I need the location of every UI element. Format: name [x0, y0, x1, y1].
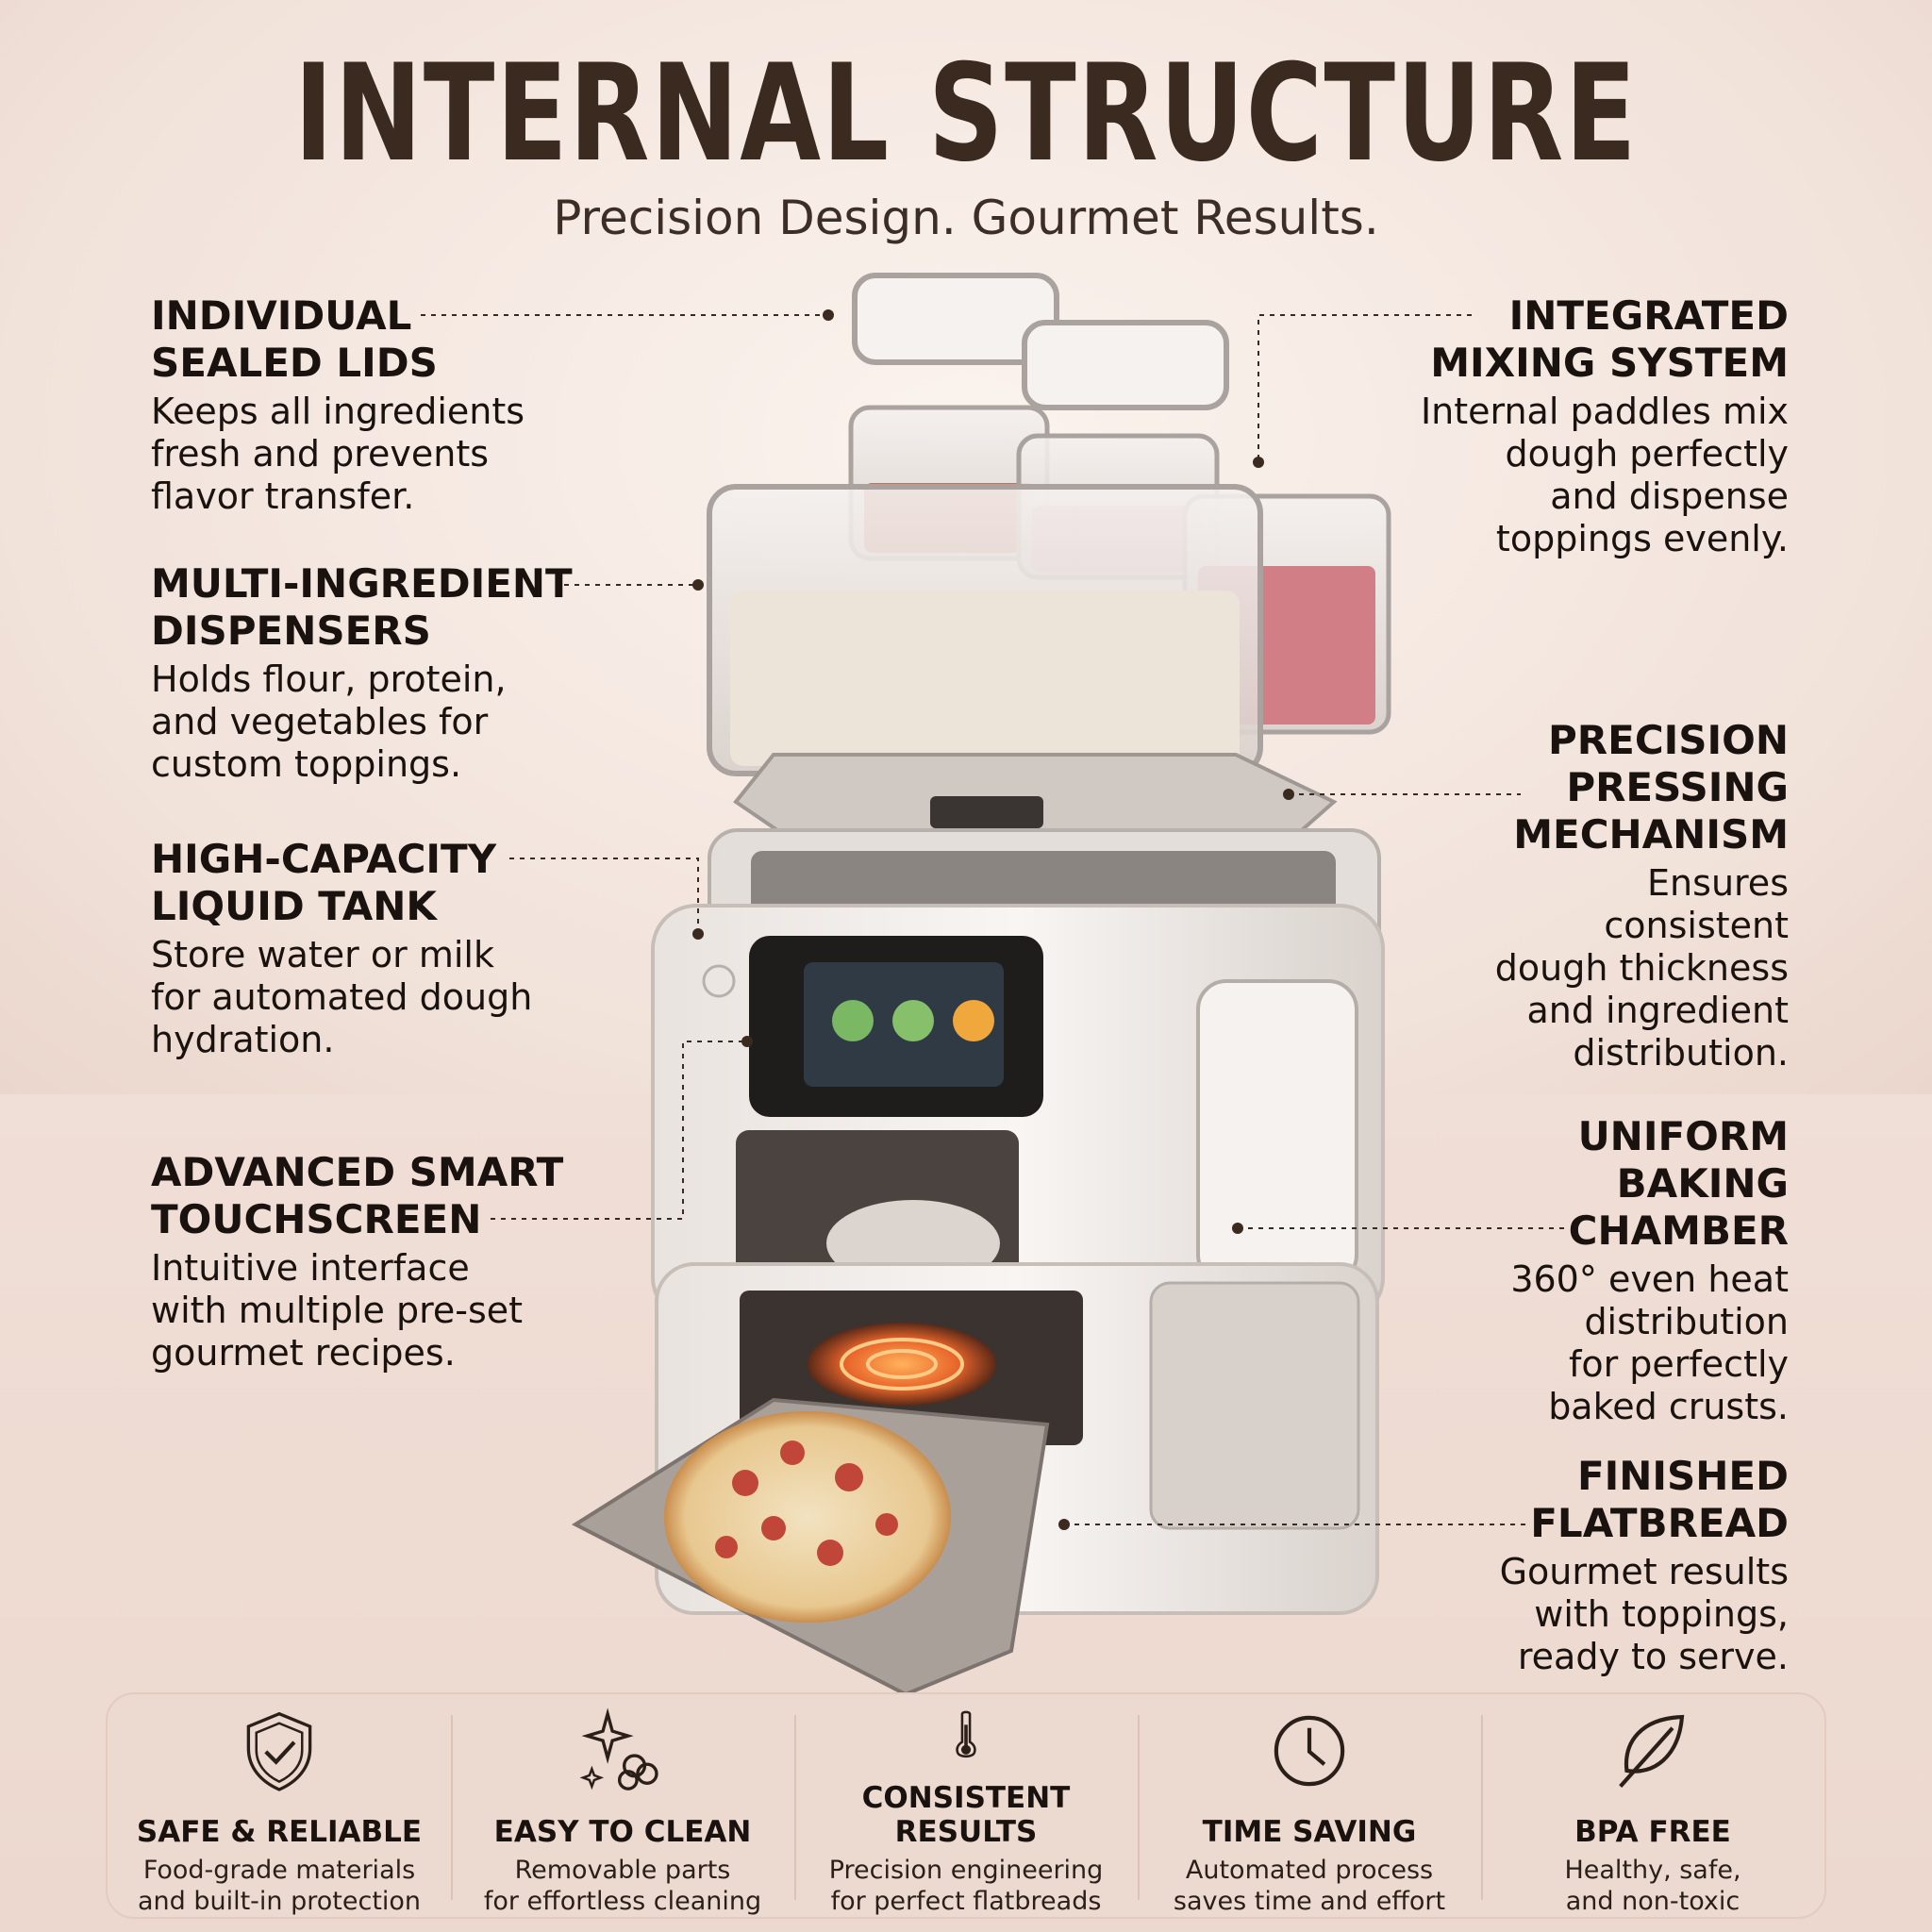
label-desc: Intuitive interface with multiple pre-se… — [151, 1247, 524, 1374]
shield-check-icon — [246, 1711, 312, 1791]
label-desc: Store water or milk for automated dough … — [151, 934, 533, 1060]
feature-title: CONSISTENT RESULTS — [861, 1781, 1071, 1849]
label-heading: HIGH-CAPACITY LIQUID TANK — [151, 836, 497, 929]
label-baking-chamber: UNIFORM BAKING CHAMBER 360° even heat di… — [1510, 1113, 1789, 1428]
label-desc: Internal paddles mix dough perfectly and… — [1420, 391, 1789, 559]
feature-desc: Automated process saves time and effort — [1173, 1856, 1446, 1916]
label-heading: FINISHED FLATBREAD — [1530, 1453, 1789, 1546]
label-heading: ADVANCED SMART TOUCHSCREEN — [151, 1149, 564, 1242]
finished-flatbread — [571, 1397, 1050, 1697]
label-heading: INTEGRATED MIXING SYSTEM — [1430, 292, 1789, 386]
feature-title: SAFE & RELIABLE — [136, 1815, 423, 1849]
label-smart-touchscreen: ADVANCED SMART TOUCHSCREEN Intuitive int… — [151, 1149, 563, 1374]
label-mixing-system: INTEGRATED MIXING SYSTEM Internal paddle… — [1421, 292, 1789, 560]
label-heading: MULTI-INGREDIENT DISPENSERS — [151, 560, 573, 654]
label-heading: UNIFORM BAKING CHAMBER — [1568, 1113, 1789, 1254]
sparkle-icon — [579, 1707, 658, 1790]
feature-bpa-free: BPA FREE Healthy, safe, and non-toxic — [1481, 1694, 1824, 1917]
page-title: INTERNAL STRUCTURE — [293, 36, 1639, 192]
feature-desc: Removable parts for effortless cleaning — [483, 1856, 762, 1916]
feature-easy-clean: EASY TO CLEAN Removable parts for effort… — [451, 1694, 794, 1917]
feature-safe-reliable: SAFE & RELIABLE Food-grade materials and… — [108, 1694, 451, 1917]
machine-body — [651, 828, 1385, 1323]
label-sealed-lids: INDIVIDUAL SEALED LIDS Keeps all ingredi… — [151, 292, 525, 518]
leaf-icon — [1619, 1714, 1685, 1789]
label-finished-flatbread: FINISHED FLATBREAD Gourmet results with … — [1500, 1453, 1789, 1678]
feature-time-saving: TIME SAVING Automated process saves time… — [1138, 1694, 1481, 1917]
feature-desc: Precision engineering for perfect flatbr… — [828, 1856, 1104, 1916]
ingredient-containers — [707, 405, 1391, 776]
label-desc: Ensures consistent dough thickness and i… — [1494, 862, 1789, 1074]
feature-title: BPA FREE — [1574, 1815, 1731, 1849]
feature-consistent-results: CONSISTENT RESULTS Precision engineering… — [794, 1694, 1138, 1917]
sealed-lids — [852, 273, 1229, 410]
label-desc: Holds flour, protein, and vegetables for… — [151, 658, 507, 785]
label-desc: Keeps all ingredients fresh and prevents… — [151, 391, 525, 517]
label-desc: Gourmet results with toppings, ready to … — [1499, 1551, 1789, 1677]
feature-desc: Food-grade materials and built-in protec… — [137, 1856, 422, 1916]
label-heading: PRECISION PRESSING MECHANISM — [1513, 717, 1789, 858]
label-desc: 360° even heat distribution for perfectl… — [1510, 1258, 1789, 1427]
page-subtitle: Precision Design. Gourmet Results. — [553, 191, 1379, 245]
label-pressing-mechanism: PRECISION PRESSING MECHANISM Ensures con… — [1495, 717, 1789, 1074]
features-bar: SAFE & RELIABLE Food-grade materials and… — [106, 1692, 1826, 1919]
label-liquid-tank: HIGH-CAPACITY LIQUID TANK Store water or… — [151, 836, 532, 1061]
label-multi-ingredient-dispensers: MULTI-INGREDIENT DISPENSERS Holds flour,… — [151, 560, 573, 786]
clock-icon — [1274, 1715, 1345, 1787]
feature-title: TIME SAVING — [1202, 1815, 1417, 1849]
feature-desc: Healthy, safe, and non-toxic — [1564, 1856, 1741, 1916]
feature-title: EASY TO CLEAN — [493, 1815, 752, 1849]
label-heading: INDIVIDUAL SEALED LIDS — [151, 292, 438, 386]
thermometer-icon — [956, 1710, 976, 1758]
